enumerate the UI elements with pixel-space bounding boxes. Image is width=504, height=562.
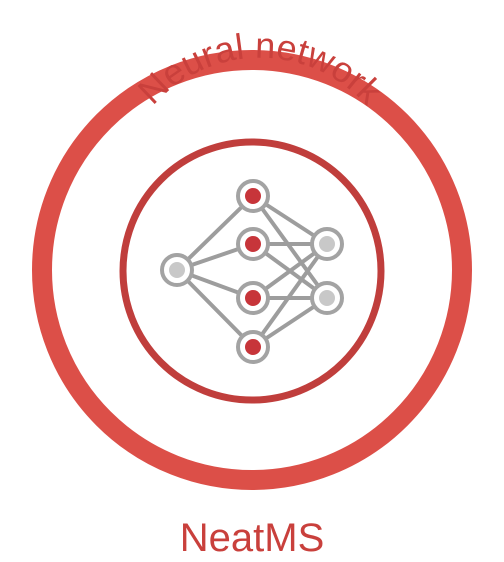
node-core: [245, 290, 261, 306]
network-edge: [251, 194, 329, 300]
outer-ring: [32, 50, 472, 490]
neural-network-icon: [160, 179, 344, 364]
node-core: [245, 339, 261, 355]
network-edge: [251, 242, 329, 349]
hidden-node: [236, 179, 270, 213]
input-node: [160, 253, 194, 287]
network-edge: [175, 194, 255, 272]
network-edges: [175, 194, 329, 349]
brand-name: NeatMS: [180, 516, 325, 560]
node-core: [245, 188, 261, 204]
node-core: [319, 290, 335, 306]
node-core: [169, 262, 185, 278]
inner-ring: [119, 138, 385, 404]
network-edge: [175, 268, 255, 349]
hidden-node: [236, 227, 270, 261]
output-node: [310, 281, 344, 315]
node-core: [245, 236, 261, 252]
output-node: [310, 227, 344, 261]
hidden-node: [236, 281, 270, 315]
hidden-node: [236, 330, 270, 364]
network-nodes: [160, 179, 344, 364]
node-core: [319, 236, 335, 252]
